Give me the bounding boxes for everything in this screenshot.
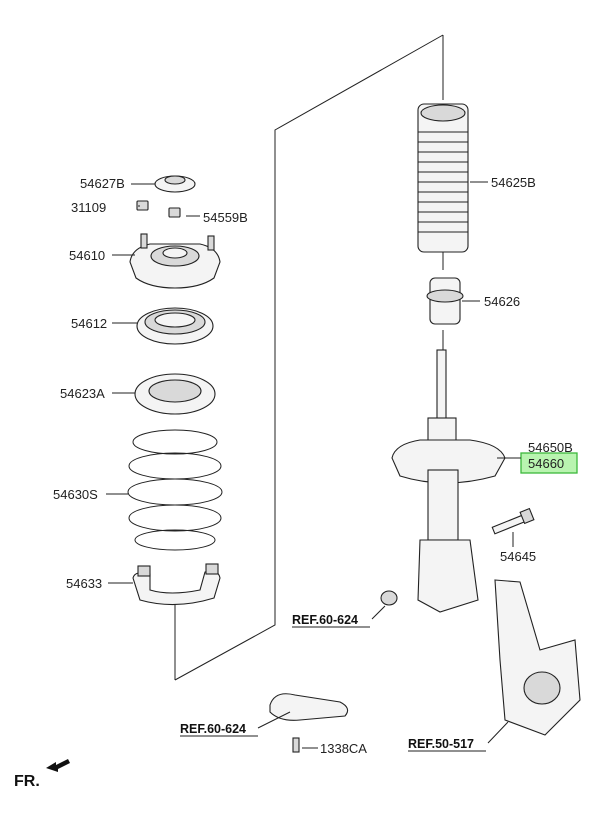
label-54660[interactable]: 54660 (528, 456, 564, 471)
nut-54559B-part[interactable] (168, 207, 181, 218)
strut-mount-part[interactable] (129, 233, 221, 289)
coil-spring-part[interactable] (127, 429, 223, 551)
label-54630S[interactable]: 54630S (53, 487, 98, 502)
label-54623A[interactable]: 54623A (60, 386, 105, 401)
assembly-bracket-lines (174, 34, 444, 681)
lower-spring-pad-part[interactable] (132, 563, 221, 606)
strut-bearing-part[interactable] (136, 307, 214, 345)
label-54627B[interactable]: 54627B (80, 176, 125, 191)
dust-boot-part[interactable] (417, 103, 469, 253)
flange-nut-part[interactable] (380, 590, 398, 606)
bump-stopper-part[interactable] (426, 277, 464, 325)
label-54650B[interactable]: 54650B (528, 440, 573, 455)
front-direction-label: FR. (14, 773, 40, 790)
leader-lines (106, 181, 521, 749)
nut-31109-part[interactable] (136, 200, 149, 211)
label-54625B[interactable]: 54625B (491, 175, 536, 190)
spring-pad-part[interactable] (134, 373, 216, 415)
steering-knuckle-part[interactable] (494, 579, 581, 736)
ref-link-60-624-upper[interactable]: REF.60-624 (292, 613, 358, 627)
selected-part-highlight (520, 452, 578, 474)
stabilizer-link-bracket-part[interactable] (269, 693, 349, 753)
label-54559B[interactable]: 54559B (203, 210, 248, 225)
front-arrow-icon (46, 759, 70, 772)
insulator-cap-part[interactable] (154, 175, 196, 193)
label-54626[interactable]: 54626 (484, 294, 520, 309)
label-54645[interactable]: 54645 (500, 549, 536, 564)
bolt-54645-part[interactable] (491, 507, 535, 535)
label-54612[interactable]: 54612 (71, 316, 107, 331)
label-1338CA[interactable]: 1338CA (320, 741, 367, 756)
strut-assembly-part[interactable] (391, 349, 506, 613)
label-31109[interactable]: 31109 (71, 200, 106, 215)
ref-link-50-517[interactable]: REF.50-517 (408, 737, 474, 751)
ref-link-60-624-lower[interactable]: REF.60-624 (180, 722, 246, 736)
label-54610[interactable]: 54610 (69, 248, 105, 263)
label-54633[interactable]: 54633 (66, 576, 102, 591)
